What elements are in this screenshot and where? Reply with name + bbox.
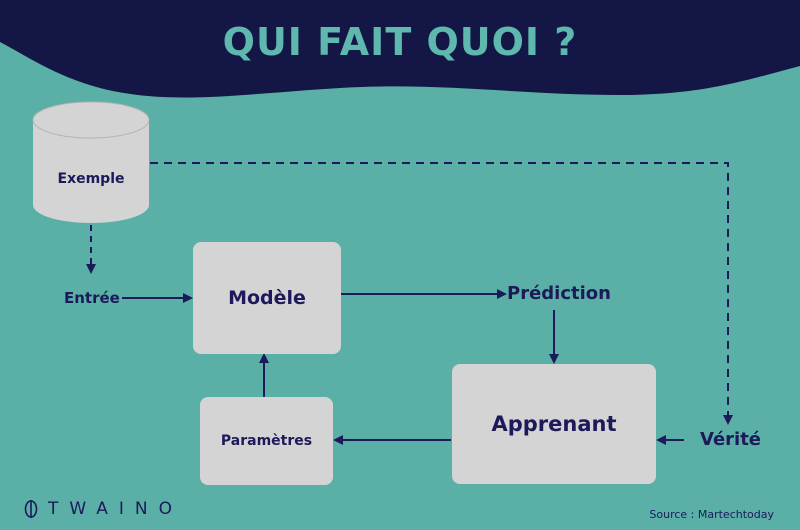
apprenant-label: Apprenant (491, 412, 617, 436)
parametres-label: Paramètres (220, 433, 313, 449)
apprenant-box: Apprenant (452, 364, 656, 484)
modele-label: Modèle (228, 287, 306, 309)
verite-label: Vérité (700, 429, 762, 450)
page-title: QUI FAIT QUOI ? (222, 20, 578, 64)
twaino-logo: TWAINO (24, 499, 183, 519)
modele-box: Modèle (193, 242, 341, 354)
entree-label: Entrée (64, 289, 120, 307)
parametres-box: Paramètres (200, 397, 333, 485)
prediction-label: Prédiction (507, 283, 611, 304)
source-text: Source : Martechtoday (649, 508, 774, 521)
logo-text: TWAINO (48, 499, 184, 519)
leaf-icon (24, 500, 38, 518)
header-wave (0, 0, 800, 98)
exemple-label: Exemple (57, 171, 125, 187)
dashed-exemple-to-verite (150, 162, 733, 425)
exemple-cylinder (32, 101, 150, 223)
